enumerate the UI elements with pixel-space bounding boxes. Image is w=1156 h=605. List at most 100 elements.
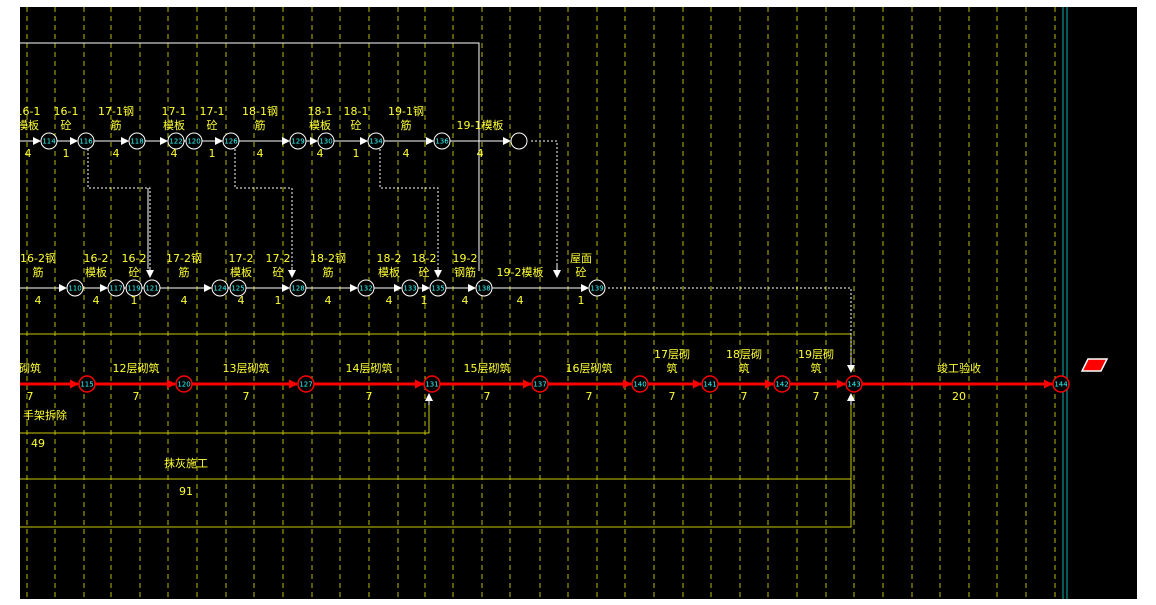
event-node[interactable]: 126: [222, 132, 240, 150]
activity-labels: 16-1模板416-1砼117-1钢筋417-1模板417-1砼118-1钢筋4…: [20, 105, 981, 498]
event-node[interactable]: 115: [78, 375, 96, 393]
activity-name: 14层砌筑: [346, 361, 393, 375]
activity-name: 17-1钢: [98, 105, 134, 118]
event-node[interactable]: 137: [531, 375, 549, 393]
event-node[interactable]: 120: [175, 375, 193, 393]
activity-duration: 4: [113, 147, 120, 160]
event-node[interactable]: 135: [429, 279, 447, 297]
link-duration: 91: [179, 485, 193, 498]
dependency-link: [531, 140, 558, 277]
activity-duration: 4: [238, 294, 245, 307]
event-node[interactable]: 133: [401, 279, 419, 297]
activity-name: 19-1钢: [388, 105, 424, 118]
activity-name: 砼: [273, 266, 284, 279]
event-node[interactable]: 131: [423, 375, 441, 393]
activity-name: 16-2钢: [20, 252, 56, 265]
event-node[interactable]: 132: [357, 279, 375, 297]
event-node-circle: [701, 375, 719, 393]
event-node[interactable]: 124: [211, 279, 229, 297]
event-node-circle: [588, 279, 606, 297]
event-node[interactable]: 140: [631, 375, 649, 393]
event-node-number: 122: [169, 138, 182, 146]
link-duration: 49: [31, 437, 45, 450]
event-node[interactable]: 134: [367, 132, 385, 150]
event-node-circle: [175, 375, 193, 393]
activity-duration: 1: [63, 147, 70, 160]
event-node-circle: [1052, 375, 1070, 393]
activity-name: 18-1: [344, 105, 369, 118]
activity-duration: 7: [366, 390, 373, 403]
end-flag-icon: [1080, 358, 1109, 372]
event-node-circle: [211, 279, 229, 297]
activity-duration: 4: [462, 294, 469, 307]
activity-name: 筋: [401, 118, 412, 132]
event-node[interactable]: 139: [588, 279, 606, 297]
event-node-circle: [143, 279, 161, 297]
event-node-number: 116: [79, 138, 93, 146]
timescale-gridlines: [26, 7, 1068, 599]
event-node-number: 129: [291, 138, 304, 146]
activity-duration: 4: [35, 294, 42, 307]
activity-name: 竣工验收: [937, 361, 981, 375]
event-node[interactable]: 138: [475, 279, 493, 297]
activity-name: 砌筑: [20, 361, 41, 375]
event-node-number: 117: [109, 285, 122, 293]
event-node[interactable]: 130: [317, 132, 335, 150]
event-node[interactable]: 128: [289, 279, 307, 297]
activity-name: 18-1钢: [242, 105, 278, 118]
activity-name: 筋: [33, 265, 44, 279]
event-node[interactable]: 114: [40, 132, 58, 150]
event-node[interactable]: 142: [773, 375, 791, 393]
activity-name: 砼: [61, 119, 72, 132]
event-node[interactable]: 117: [107, 279, 125, 297]
event-node-number: 124: [213, 285, 227, 293]
activity-name: 16-2: [122, 252, 147, 265]
activity-duration: 7: [669, 390, 676, 403]
dependency-link: [379, 149, 439, 277]
event-node[interactable]: 125: [229, 279, 247, 297]
activity-name: 16-1: [54, 105, 79, 118]
event-node-circle: [423, 375, 441, 393]
activity-name: 19-2模板: [497, 265, 544, 279]
event-node[interactable]: 129: [289, 132, 307, 150]
event-node-number: 128: [291, 285, 304, 293]
activity-duration: 7: [243, 390, 250, 403]
event-node[interactable]: 136: [433, 132, 451, 150]
event-node-number: 132: [359, 285, 372, 293]
event-node[interactable]: 116: [77, 132, 95, 150]
activity-rows: [20, 137, 1053, 389]
event-node-number: 115: [80, 381, 93, 389]
activity-name: 19-2: [453, 252, 478, 265]
event-node-number: 141: [703, 381, 716, 389]
activity-name: 18-1: [308, 105, 333, 118]
event-node[interactable]: 110: [66, 279, 84, 297]
event-node[interactable]: 120: [185, 132, 203, 150]
event-node-number: 135: [431, 285, 444, 293]
event-node[interactable]: 121: [143, 279, 161, 297]
activity-name: 筋: [179, 265, 190, 279]
event-node-number: 114: [42, 138, 56, 146]
event-node-number: 110: [68, 285, 81, 293]
activity-duration: 1: [131, 294, 138, 307]
activity-name: 16层砌筑: [566, 361, 613, 375]
activity-duration: 4: [477, 147, 484, 160]
event-node[interactable]: 143: [845, 375, 863, 393]
event-node[interactable]: 122: [167, 132, 185, 150]
activity-name: 17-1: [162, 105, 187, 118]
activity-name: 模板: [163, 118, 185, 132]
event-node-number: 120: [177, 381, 190, 389]
event-node[interactable]: [510, 132, 528, 150]
event-node[interactable]: 118: [128, 132, 146, 150]
event-node[interactable]: 119: [125, 279, 143, 297]
activity-duration: 4: [93, 294, 100, 307]
event-node[interactable]: 141: [701, 375, 719, 393]
event-node-circle: [66, 279, 84, 297]
event-node-circle: [475, 279, 493, 297]
event-node-number: 127: [299, 381, 312, 389]
event-node-number: 126: [224, 138, 238, 146]
event-node[interactable]: 144: [1052, 375, 1070, 393]
event-node[interactable]: 127: [297, 375, 315, 393]
